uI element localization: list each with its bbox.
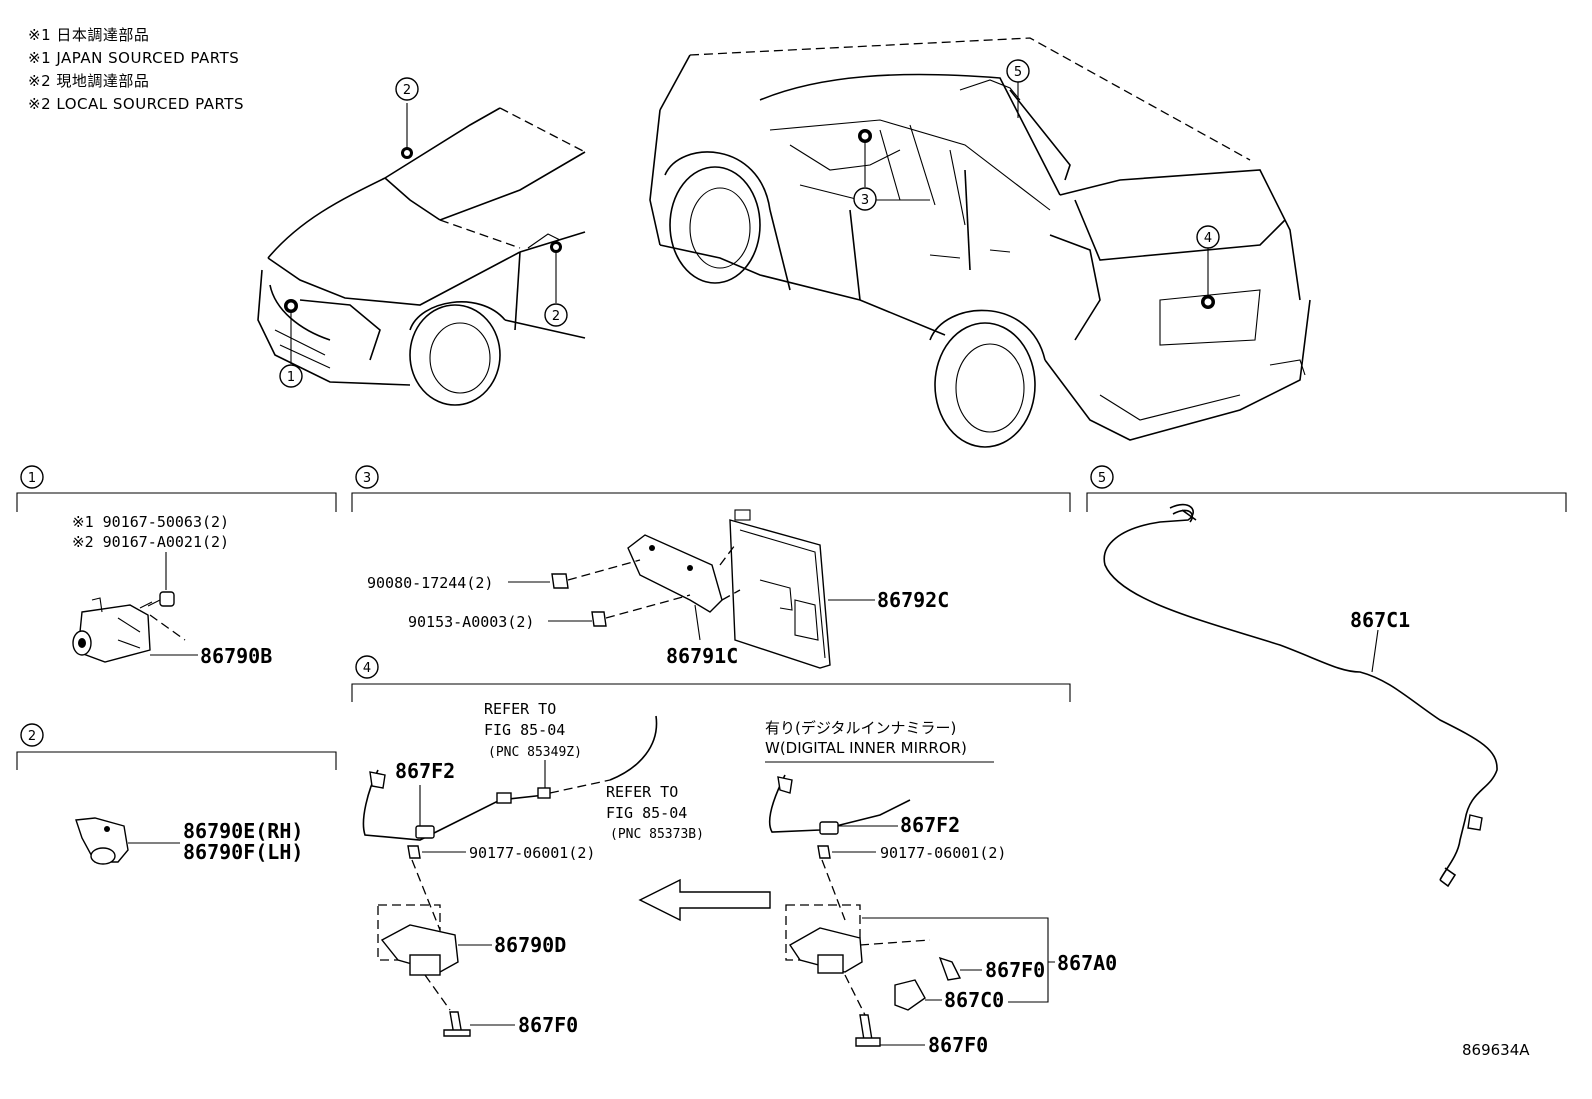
svg-text:2: 2 — [552, 309, 560, 324]
refer-2-line1: REFER TO — [606, 783, 678, 801]
front-vehicle-illustration — [257, 103, 586, 406]
note-japan-jp: ※1 日本調達部品 — [28, 26, 149, 44]
svg-text:4: 4 — [1204, 231, 1212, 246]
callout-5-rear[interactable]: 5 — [1006, 59, 1030, 83]
section-1-parts: ※1 90167-50063(2) ※2 90167-A0021(2) 8679… — [72, 513, 272, 668]
refer-2-line2: FIG 85-04 — [606, 804, 687, 822]
svg-text:2: 2 — [28, 729, 36, 744]
sourcing-notes: ※1 日本調達部品 ※1 JAPAN SOURCED PARTS ※2 現地調達… — [28, 26, 244, 113]
washer-867F0-left — [443, 1029, 471, 1037]
bolt-label-90167-50063[interactable]: ※1 90167-50063(2) — [72, 513, 229, 531]
rear-vehicle-illustration — [649, 37, 1311, 448]
section-2-parts: 86790E(RH) 86790F(LH) — [75, 817, 303, 865]
part-label-86792C[interactable]: 86792C — [877, 588, 949, 612]
callout-3-rear[interactable]: 3 — [853, 187, 877, 211]
part-label-867F0-b[interactable]: 867F0 — [928, 1033, 988, 1057]
part-label-90177-06001-left[interactable]: 90177-06001(2) — [469, 844, 595, 862]
bolt-icon — [591, 611, 607, 627]
washer-867F0-a — [938, 956, 962, 981]
section-5-parts: 867C1 — [1103, 503, 1498, 888]
callout-2-side[interactable]: 2 — [544, 303, 568, 327]
side-camera-86790E — [75, 817, 129, 863]
refer-1-line2: FIG 85-04 — [484, 721, 565, 739]
part-label-86790F-LH[interactable]: 86790F(LH) — [183, 840, 303, 864]
section-4-header: 4 — [351, 655, 1071, 702]
bolt-icon — [159, 591, 175, 607]
part-label-86790E-RH[interactable]: 86790E(RH) — [183, 819, 303, 843]
note-local-jp: ※2 現地調達部品 — [28, 72, 149, 90]
callout-4-rear[interactable]: 4 — [1196, 225, 1220, 249]
direction-arrow-icon — [638, 878, 771, 922]
bolt-label-90167-A0021[interactable]: ※2 90167-A0021(2) — [72, 533, 229, 551]
section-3-parts: 90080-17244(2) 90153-A0003(2) 86791C 867… — [367, 509, 949, 669]
part-label-867F0-left[interactable]: 867F0 — [518, 1013, 578, 1037]
front-camera-86790B — [77, 604, 151, 663]
part-label-90153-A0003[interactable]: 90153-A0003(2) — [408, 613, 534, 631]
svg-text:1: 1 — [28, 471, 36, 486]
section-5-header: 5 — [1086, 465, 1567, 512]
note-local-en: ※2 LOCAL SOURCED PARTS — [28, 95, 244, 113]
svg-text:3: 3 — [861, 193, 869, 208]
svg-text:2: 2 — [403, 83, 411, 98]
nut-icon — [551, 573, 569, 589]
part-label-867F0-a[interactable]: 867F0 — [985, 958, 1045, 982]
ecu-86792C — [729, 519, 831, 669]
svg-text:4: 4 — [363, 661, 371, 676]
part-label-86790B[interactable]: 86790B — [200, 644, 272, 668]
nut-icon-right — [817, 845, 831, 859]
part-label-867C1[interactable]: 867C1 — [1350, 608, 1410, 632]
washer-867F0-b — [855, 1037, 881, 1047]
variant-label-en: W(DIGITAL INNER MIRROR) — [765, 739, 967, 757]
nut-icon-left — [407, 845, 421, 859]
bracket-86791C — [627, 534, 723, 613]
callout-1-front[interactable]: 1 — [279, 364, 303, 388]
section-2-header: 2 — [16, 723, 337, 770]
part-label-86791C[interactable]: 86791C — [666, 644, 738, 668]
section-1-header: 1 — [16, 465, 337, 512]
callout-2-top[interactable]: 2 — [395, 77, 419, 101]
svg-text:5: 5 — [1014, 65, 1022, 80]
part-label-86790D[interactable]: 86790D — [494, 933, 566, 957]
cable-867C1 — [1103, 503, 1498, 881]
part-label-90177-06001-right[interactable]: 90177-06001(2) — [880, 844, 1006, 862]
part-label-90080-17244[interactable]: 90080-17244(2) — [367, 574, 493, 592]
svg-text:1: 1 — [287, 370, 295, 385]
refer-1-line3: (PNC 85349Z) — [488, 745, 582, 760]
variant-label-jp: 有り(デジタルインナミラー) — [765, 719, 956, 737]
svg-text:5: 5 — [1098, 471, 1106, 486]
part-label-867F2-right[interactable]: 867F2 — [900, 813, 960, 837]
part-label-867A0[interactable]: 867A0 — [1057, 951, 1117, 975]
note-japan-en: ※1 JAPAN SOURCED PARTS — [28, 49, 239, 67]
refer-1-line1: REFER TO — [484, 700, 556, 718]
part-label-867F2-left[interactable]: 867F2 — [395, 759, 455, 783]
refer-2-line3: (PNC 85373B) — [610, 827, 704, 842]
figure-id: 869634A — [1462, 1041, 1530, 1059]
part-label-867C0[interactable]: 867C0 — [944, 988, 1004, 1012]
camera-unit-867C0 — [894, 979, 926, 1011]
section-3-header: 3 — [351, 465, 1071, 512]
rear-camera-assy-867A0 — [789, 927, 863, 973]
svg-text:3: 3 — [363, 471, 371, 486]
section-4-parts: REFER TO FIG 85-04 (PNC 85349Z) REFER TO… — [362, 700, 1117, 1057]
